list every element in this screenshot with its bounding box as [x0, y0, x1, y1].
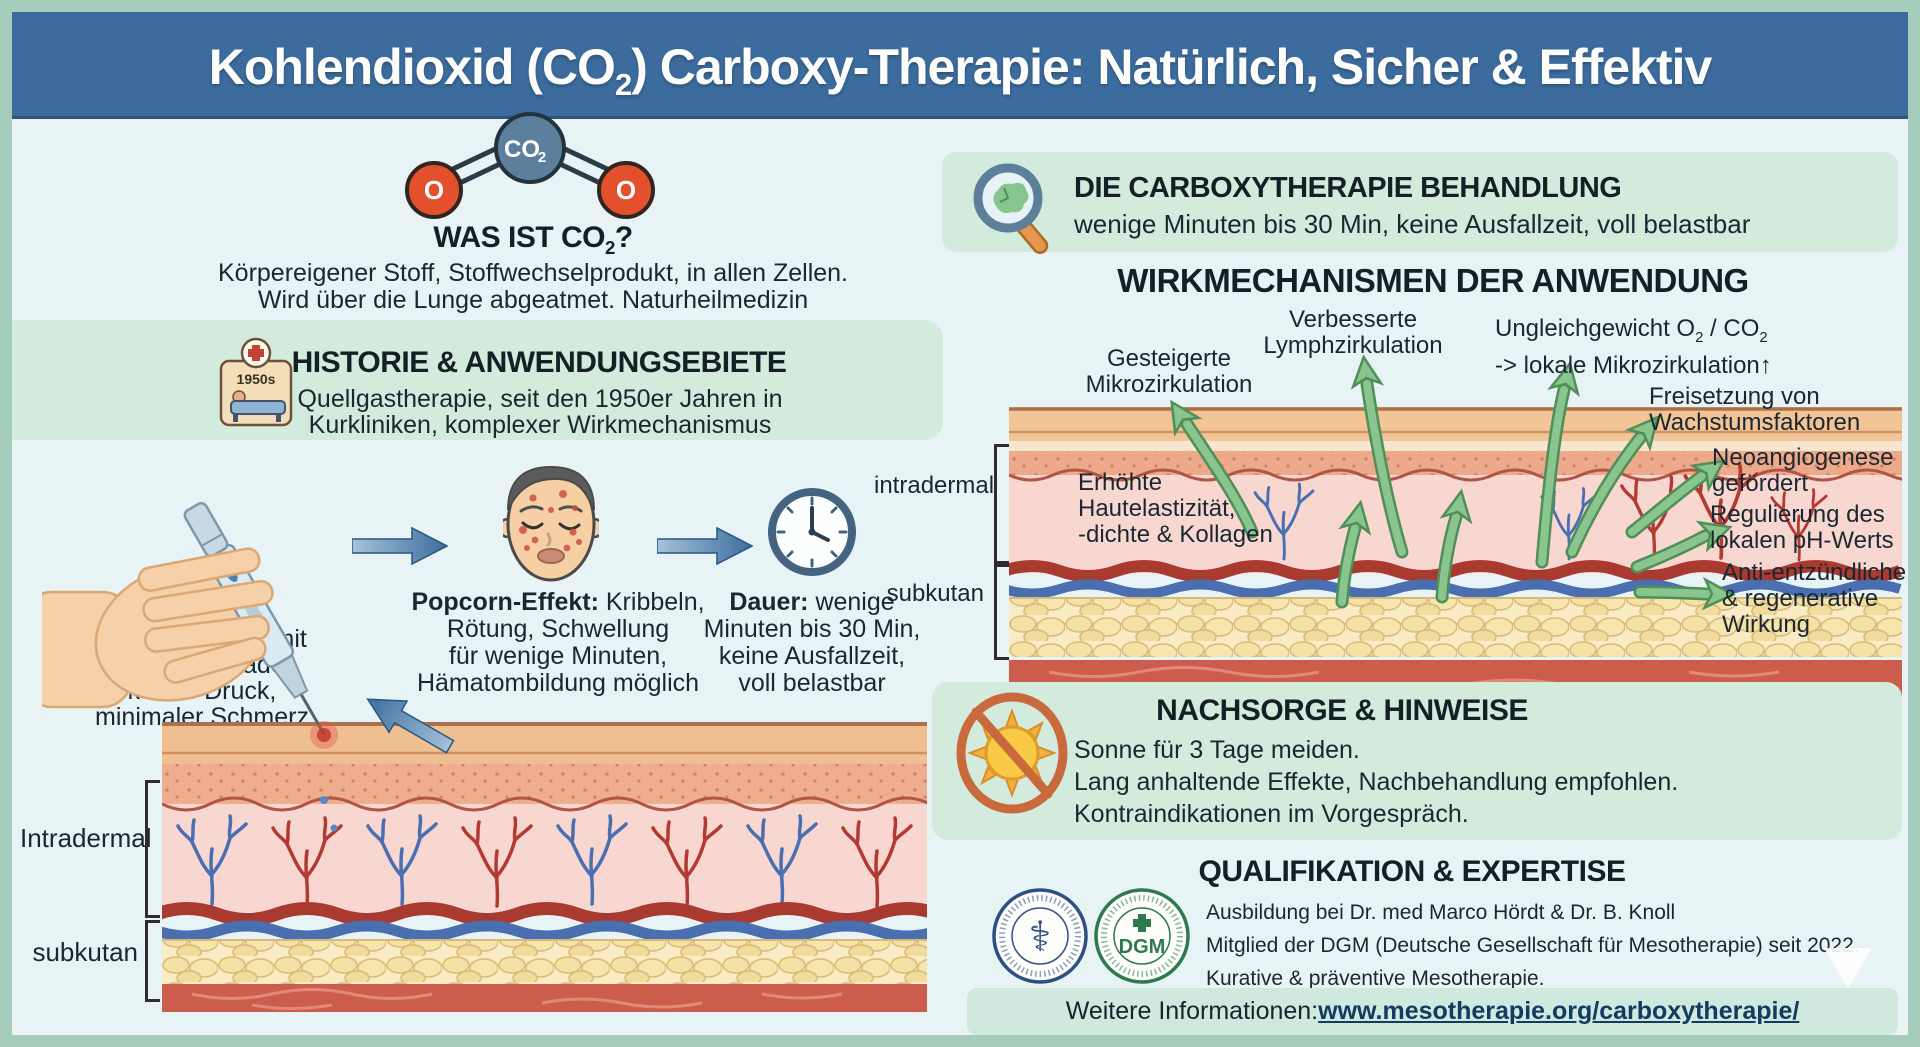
flow-arrow-1-icon [352, 526, 448, 566]
svg-text:DGM: DGM [1119, 936, 1166, 958]
label-ungleichgewicht: Ungleichgewicht O2 / CO2 -> lokale Mikro… [1495, 315, 1772, 379]
flow-arrow-2-icon [657, 526, 753, 566]
label-subkutan-right: subkutan [886, 580, 984, 607]
historie-panel [12, 320, 943, 440]
skin-diagram-left [162, 722, 927, 1012]
historie-line2: Kurkliniken, komplexer Wirkmechanismus [308, 411, 772, 439]
no-sun-icon [956, 692, 1068, 814]
injection-arrow-icon [366, 698, 455, 754]
historie-line1: Quellgastherapie, seit den 1950er Jahren… [297, 385, 783, 413]
magnifier-icon [973, 163, 1049, 254]
svg-text:O: O [616, 175, 636, 205]
nachsorge-heading: NACHSORGE & HINWEISE [1156, 694, 1528, 727]
footer-bar: Weitere Informationen: www.mesotherapie.… [967, 988, 1898, 1035]
historie-1950s-icon: 1950s [219, 337, 293, 427]
nachsorge-text: Sonne für 3 Tage meiden. Lang anhaltende… [1074, 736, 1679, 828]
label-intradermal-left: Intradermal [20, 823, 152, 853]
behandlung-heading: DIE CARBOXYTHERAPIE BEHANDLUNG [1074, 172, 1622, 204]
intro-line2: Wird über die Lunge abgeatmet. Naturheil… [257, 286, 809, 314]
injection-hand-pen [42, 502, 455, 754]
bracket-subkutan-right [994, 564, 1009, 660]
dauer-text: Dauer: wenige Minuten bis 30 Min, keine … [703, 588, 921, 697]
svg-text:⚕: ⚕ [1029, 913, 1052, 960]
qualifikation-text: Ausbildung bei Dr. med Marco Hördt & Dr.… [1206, 901, 1860, 990]
bracket-intradermal-right [994, 444, 1009, 564]
skin-diagram-right [1009, 407, 1902, 697]
behandlung-subtitle: wenige Minuten bis 30 Min, keine Ausfall… [1074, 209, 1751, 239]
behandlung-panel [942, 152, 1898, 252]
intro-line1: Körpereigener Stoff, Stoffwechselprodukt… [217, 259, 849, 287]
corner-arrow-icon [1824, 948, 1872, 988]
dgm-logo: DGM [1094, 888, 1190, 984]
wirkung-heading: WIRKMECHANISMEN DER ANWENDUNG [1117, 262, 1749, 299]
label-intradermal-right: intradermal [874, 472, 995, 499]
medical-seal-logo: ⚕ [992, 888, 1088, 984]
face-popcorn-icon [503, 465, 599, 582]
footer-label: Weitere Informationen: [1065, 997, 1319, 1025]
page-title: Kohlendioxid (CO2) Carboxy-Therapie: Nat… [208, 39, 1713, 102]
qualifikation-heading: QUALIFIKATION & EXPERTISE [1198, 855, 1626, 888]
bracket-subkutan-left [145, 920, 160, 1002]
title-bar [12, 12, 1908, 119]
was-ist-heading: WAS IST CO2? [433, 221, 633, 258]
nachsorge-panel [932, 682, 1902, 840]
svg-text:2: 2 [538, 149, 546, 166]
svg-text:CO: CO [504, 136, 540, 163]
footer-link[interactable]: www.mesotherapie.org/carboxytherapie/ [1318, 997, 1800, 1025]
bracket-intradermal-left [145, 780, 160, 918]
poster-canvas: Kohlendioxid (CO2) Carboxy-Therapie: Nat… [12, 12, 1908, 1035]
label-subkutan-left: subkutan [32, 937, 138, 967]
svg-text:1950s: 1950s [237, 371, 276, 387]
svg-text:O: O [424, 175, 444, 205]
co2-molecule-icon: CO 2 O O [405, 112, 655, 219]
popcorn-text: Popcorn-Effekt: Kribbeln, Rötung, Schwel… [411, 588, 705, 697]
clock-icon [768, 488, 856, 576]
historie-heading: HISTORIE & ANWENDUNGSEBIETE [291, 346, 787, 379]
